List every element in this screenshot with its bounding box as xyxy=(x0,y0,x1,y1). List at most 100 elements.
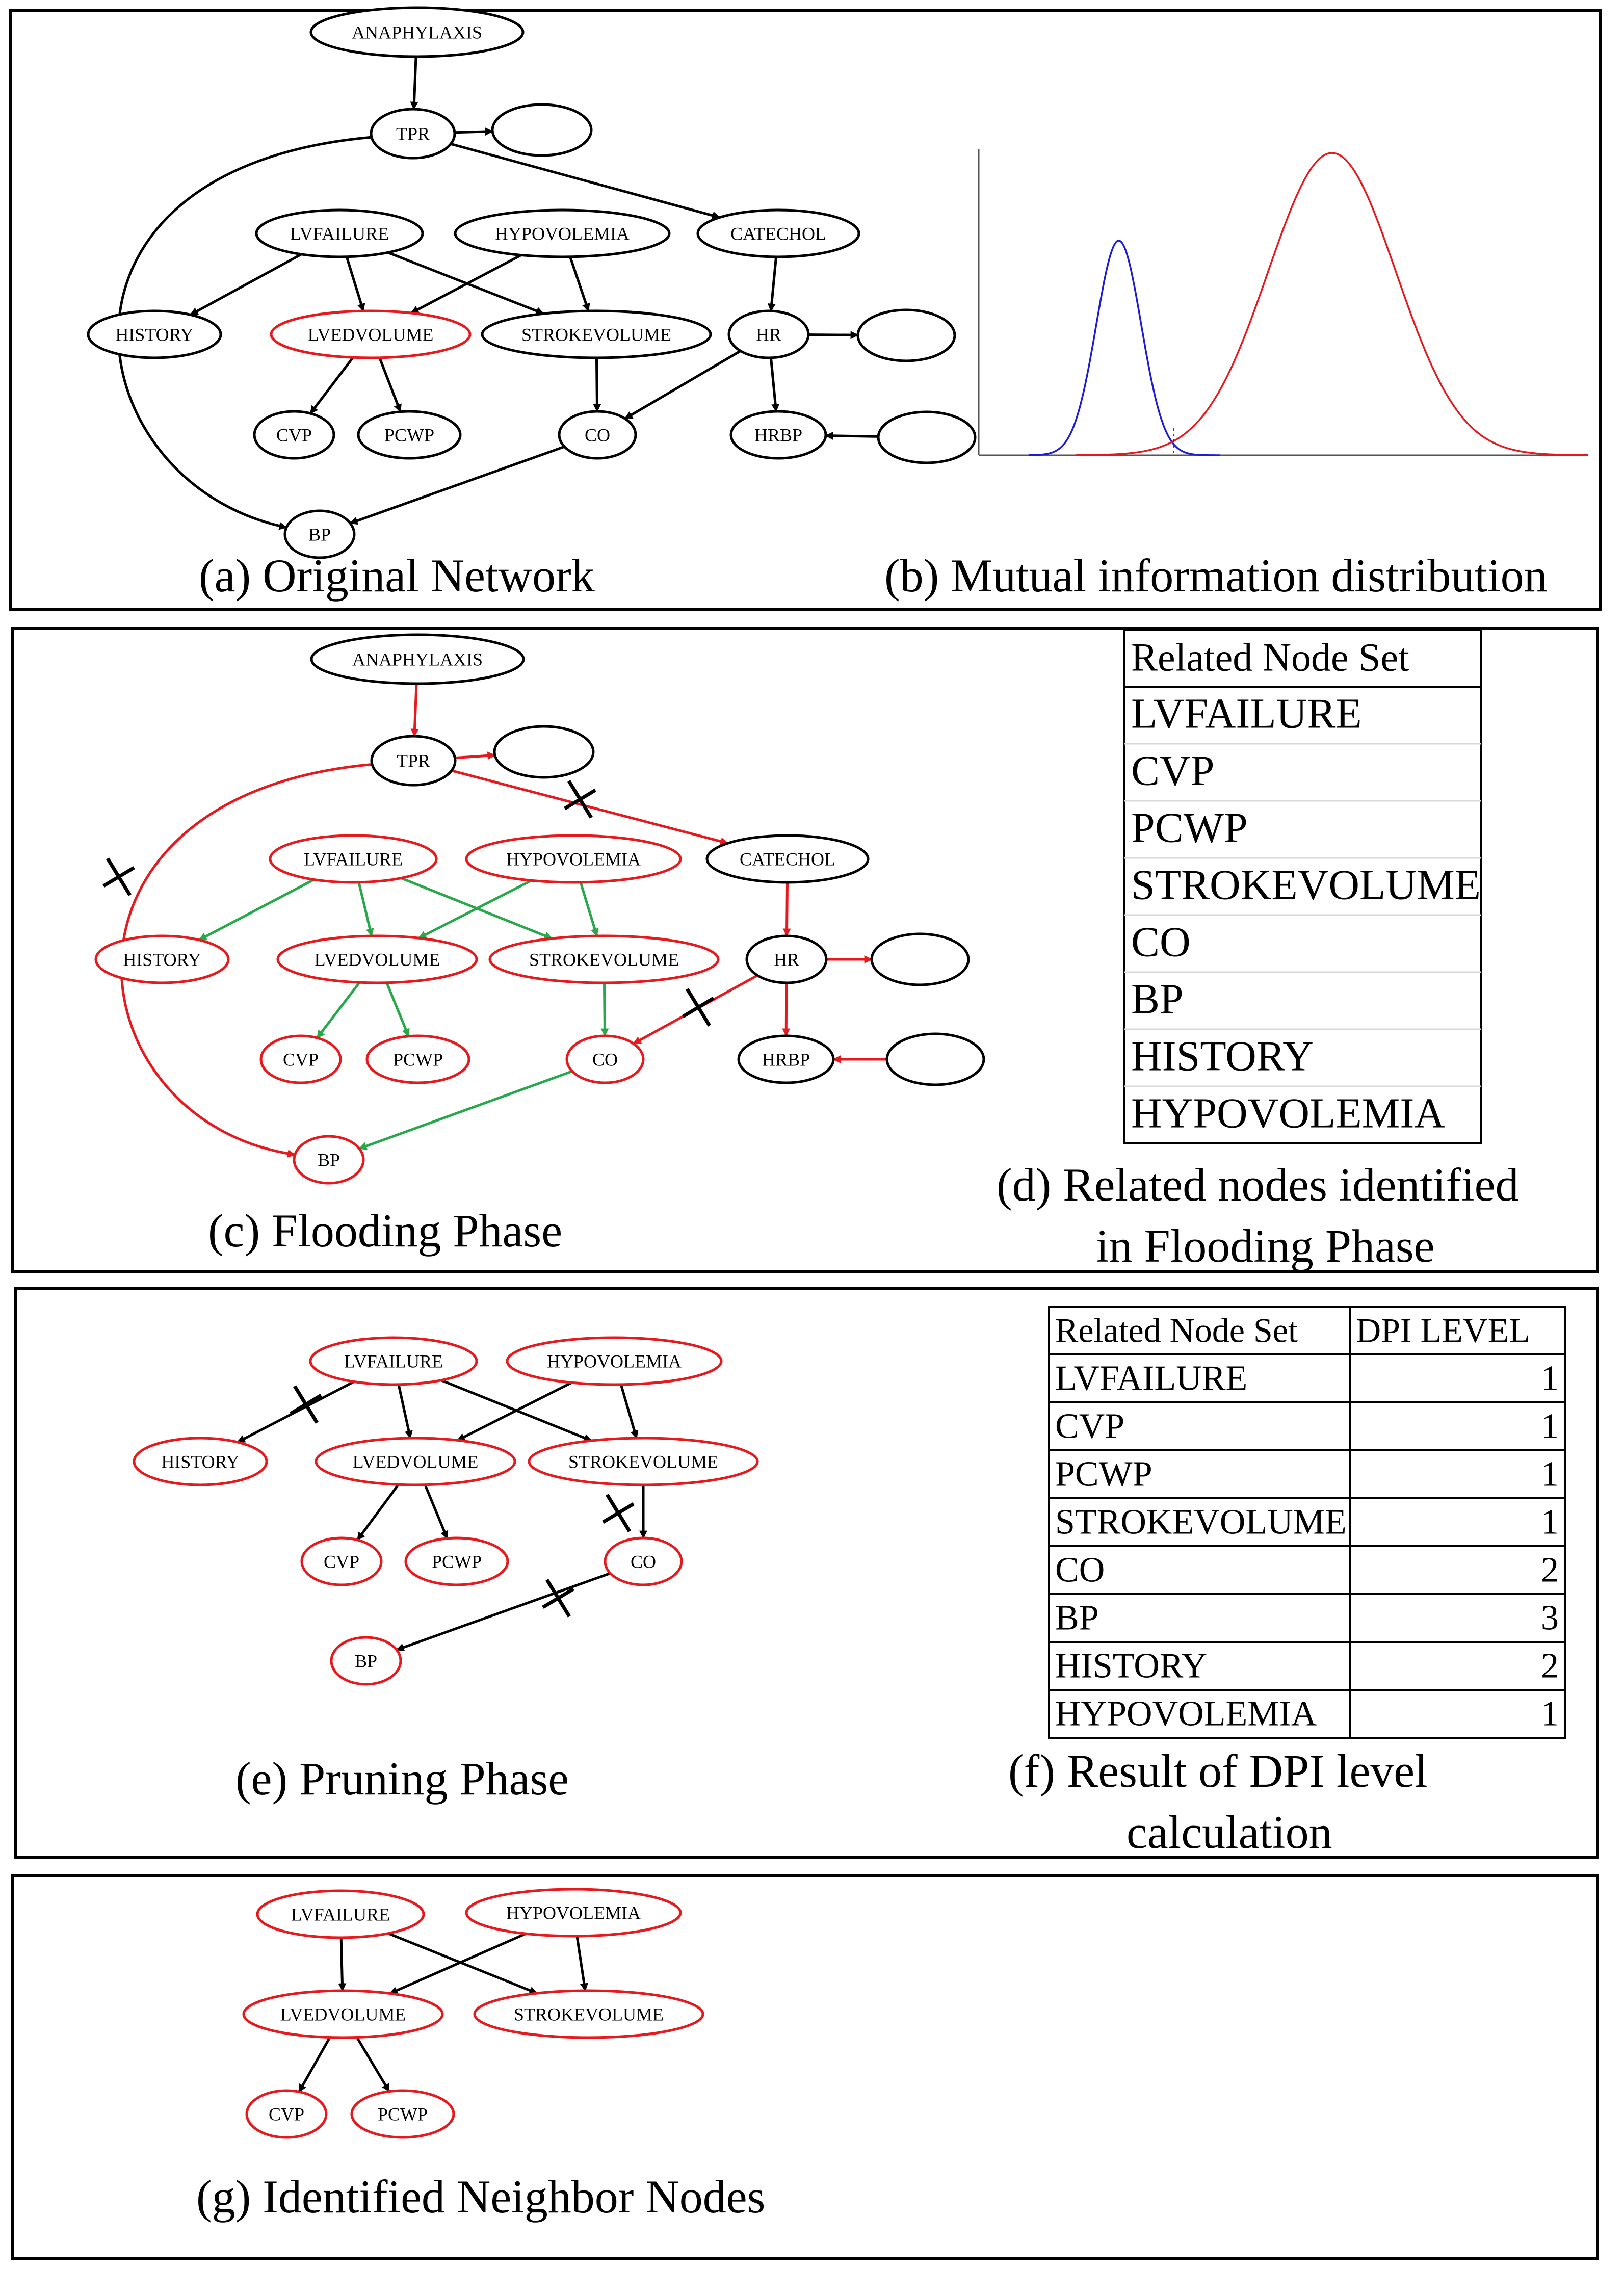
f-cell-node: CVP xyxy=(1055,1407,1124,1446)
d-table-header: Related Node Set xyxy=(1131,635,1409,680)
f-cell-node: HISTORY xyxy=(1055,1647,1207,1686)
panel-b-distribution xyxy=(978,149,1588,456)
e-node-label: CVP xyxy=(324,1552,359,1572)
f-cell-dpi-level: 3 xyxy=(1541,1599,1559,1638)
caption-a: (a) Original Network xyxy=(199,550,595,602)
c-edge-lvfailure-history xyxy=(198,878,315,942)
d-table-cell: HYPOVOLEMIA xyxy=(1131,1090,1445,1137)
c-node-catechol: CATECHOL xyxy=(705,834,870,884)
a-edge-e3-hrbp xyxy=(825,431,879,440)
caption-e: (e) Pruning Phase xyxy=(235,1753,569,1805)
c-node-lvfailure: LVFAILURE xyxy=(269,834,438,884)
caption-b: (b) Mutual information distribution xyxy=(884,550,1548,602)
c-edge-tpr-catechol xyxy=(451,769,729,846)
a-node-cvp: CVP xyxy=(253,410,335,460)
a-edge-tpr-catechol xyxy=(450,142,721,220)
c-node-hrbp: HRBP xyxy=(737,1034,835,1084)
c-node-e3 xyxy=(885,1032,985,1086)
a-node-label: CO xyxy=(585,425,610,446)
a-node-e1 xyxy=(491,103,593,157)
c-cut-mark-hr-co xyxy=(682,988,715,1027)
a-node-lvfailure: LVFAILURE xyxy=(255,208,424,258)
c-node-label: STROKEVOLUME xyxy=(529,950,679,970)
a-node-label: LVEDVOLUME xyxy=(308,325,434,345)
c-edge-lvedvolume-cvp xyxy=(316,981,361,1039)
b-series-red-curve xyxy=(1076,152,1588,456)
f-cell-node: PCWP xyxy=(1055,1455,1152,1494)
f-cell-dpi-level: 1 xyxy=(1541,1407,1559,1446)
e-edge-lvedvolume-cvp xyxy=(356,1483,400,1541)
c-node-hypovolemia: HYPOVOLEMIA xyxy=(465,834,682,884)
c-node-label: HRBP xyxy=(762,1050,810,1070)
e-edge-hypovolemia-lvedvolume xyxy=(457,1381,572,1442)
g-edge-hypovolemia-strokevolume xyxy=(575,1936,588,1992)
c-node-label: BP xyxy=(318,1150,340,1170)
e-node-pcwp: PCWP xyxy=(404,1536,509,1586)
a-edge-anaphylaxis-tpr xyxy=(410,56,418,110)
a-node-e2 xyxy=(856,308,956,362)
e-cut-mark-lvfailure-history xyxy=(290,1385,322,1424)
a-node-pcwp: PCWP xyxy=(357,410,462,460)
a-node-label: LVFAILURE xyxy=(290,224,389,244)
f-cell-dpi-level: 2 xyxy=(1541,1551,1559,1590)
f-table-border xyxy=(1048,1306,1566,1739)
a-edge-catechol-hr xyxy=(767,256,778,312)
e-node-label: STROKEVOLUME xyxy=(568,1452,718,1472)
c-edge-hr-hrbp xyxy=(782,982,791,1037)
c-node-label: PCWP xyxy=(393,1050,443,1070)
e-edge-lvedvolume-pcwp xyxy=(424,1484,449,1540)
f-cell-node: LVFAILURE xyxy=(1055,1359,1247,1398)
a-node-label: PCWP xyxy=(384,425,434,446)
a-edge-hypovolemia-strokevolume xyxy=(569,256,590,312)
g-node-label: CVP xyxy=(269,2104,304,2125)
a-node-e3 xyxy=(877,410,977,464)
c-node-lvedvolume: LVEDVOLUME xyxy=(276,934,478,984)
a-node-bp: BP xyxy=(283,509,356,559)
c-edge-tpr-e1 xyxy=(455,751,496,760)
c-node-co: CO xyxy=(565,1034,645,1084)
panel-ab-frame xyxy=(9,9,1602,611)
c-cut-mark-tpr-bp xyxy=(102,857,135,896)
caption-d-line1: (d) Related nodes identified xyxy=(997,1159,1518,1211)
d-table-cell: PCWP xyxy=(1131,804,1248,852)
a-node-strokevolume: STROKEVOLUME xyxy=(481,309,712,359)
e-node-strokevolume: STROKEVOLUME xyxy=(528,1437,759,1486)
e-edge-co-bp xyxy=(396,1572,611,1652)
caption-d-line2: in Flooding Phase xyxy=(1096,1220,1434,1272)
e-node-co: CO xyxy=(604,1536,683,1586)
a-edge-strokevolume-co xyxy=(593,357,601,412)
a-node-label: HRBP xyxy=(754,425,802,446)
c-edge-lvedvolume-pcwp xyxy=(385,982,410,1037)
f-cell-dpi-level: 1 xyxy=(1541,1455,1559,1494)
g-edge-lvfailure-lvedvolume xyxy=(338,1937,347,1992)
e-node-history: HISTORY xyxy=(133,1437,268,1486)
g-node-label: PCWP xyxy=(378,2104,428,2125)
d-table-cell: CO xyxy=(1131,919,1191,966)
a-node-label: CATECHOL xyxy=(730,224,826,244)
g-node-cvp: CVP xyxy=(245,2089,328,2139)
a-node-co: CO xyxy=(558,410,637,460)
e-node-label: CO xyxy=(631,1552,656,1572)
a-edge-lvfailure-history xyxy=(190,253,302,316)
c-node-label: TPR xyxy=(397,751,430,771)
c-cut-mark-tpr-catechol xyxy=(564,780,596,819)
c-node-bp: BP xyxy=(293,1135,365,1185)
f-cell-dpi-level: 1 xyxy=(1541,1359,1559,1398)
g-node-lvedvolume: LVEDVOLUME xyxy=(242,1989,444,2039)
a-edge-lvfailure-lvedvolume xyxy=(345,256,365,312)
c-node-tpr: TPR xyxy=(370,735,457,787)
c-node-label: HR xyxy=(774,950,799,970)
a-edge-lvedvolume-cvp xyxy=(309,356,354,414)
f-header-node-set: Related Node Set xyxy=(1055,1311,1298,1350)
g-node-label: STROKEVOLUME xyxy=(514,2004,664,2025)
a-node-lvedvolume: LVEDVOLUME xyxy=(270,309,472,359)
panel-d-table: Related Node SetLVFAILURECVPPCWPSTROKEVO… xyxy=(1123,629,1482,1144)
c-edge-hypovolemia-strokevolume xyxy=(579,882,599,937)
c-node-label: HYPOVOLEMIA xyxy=(506,849,641,870)
a-node-label: HR xyxy=(756,325,781,345)
